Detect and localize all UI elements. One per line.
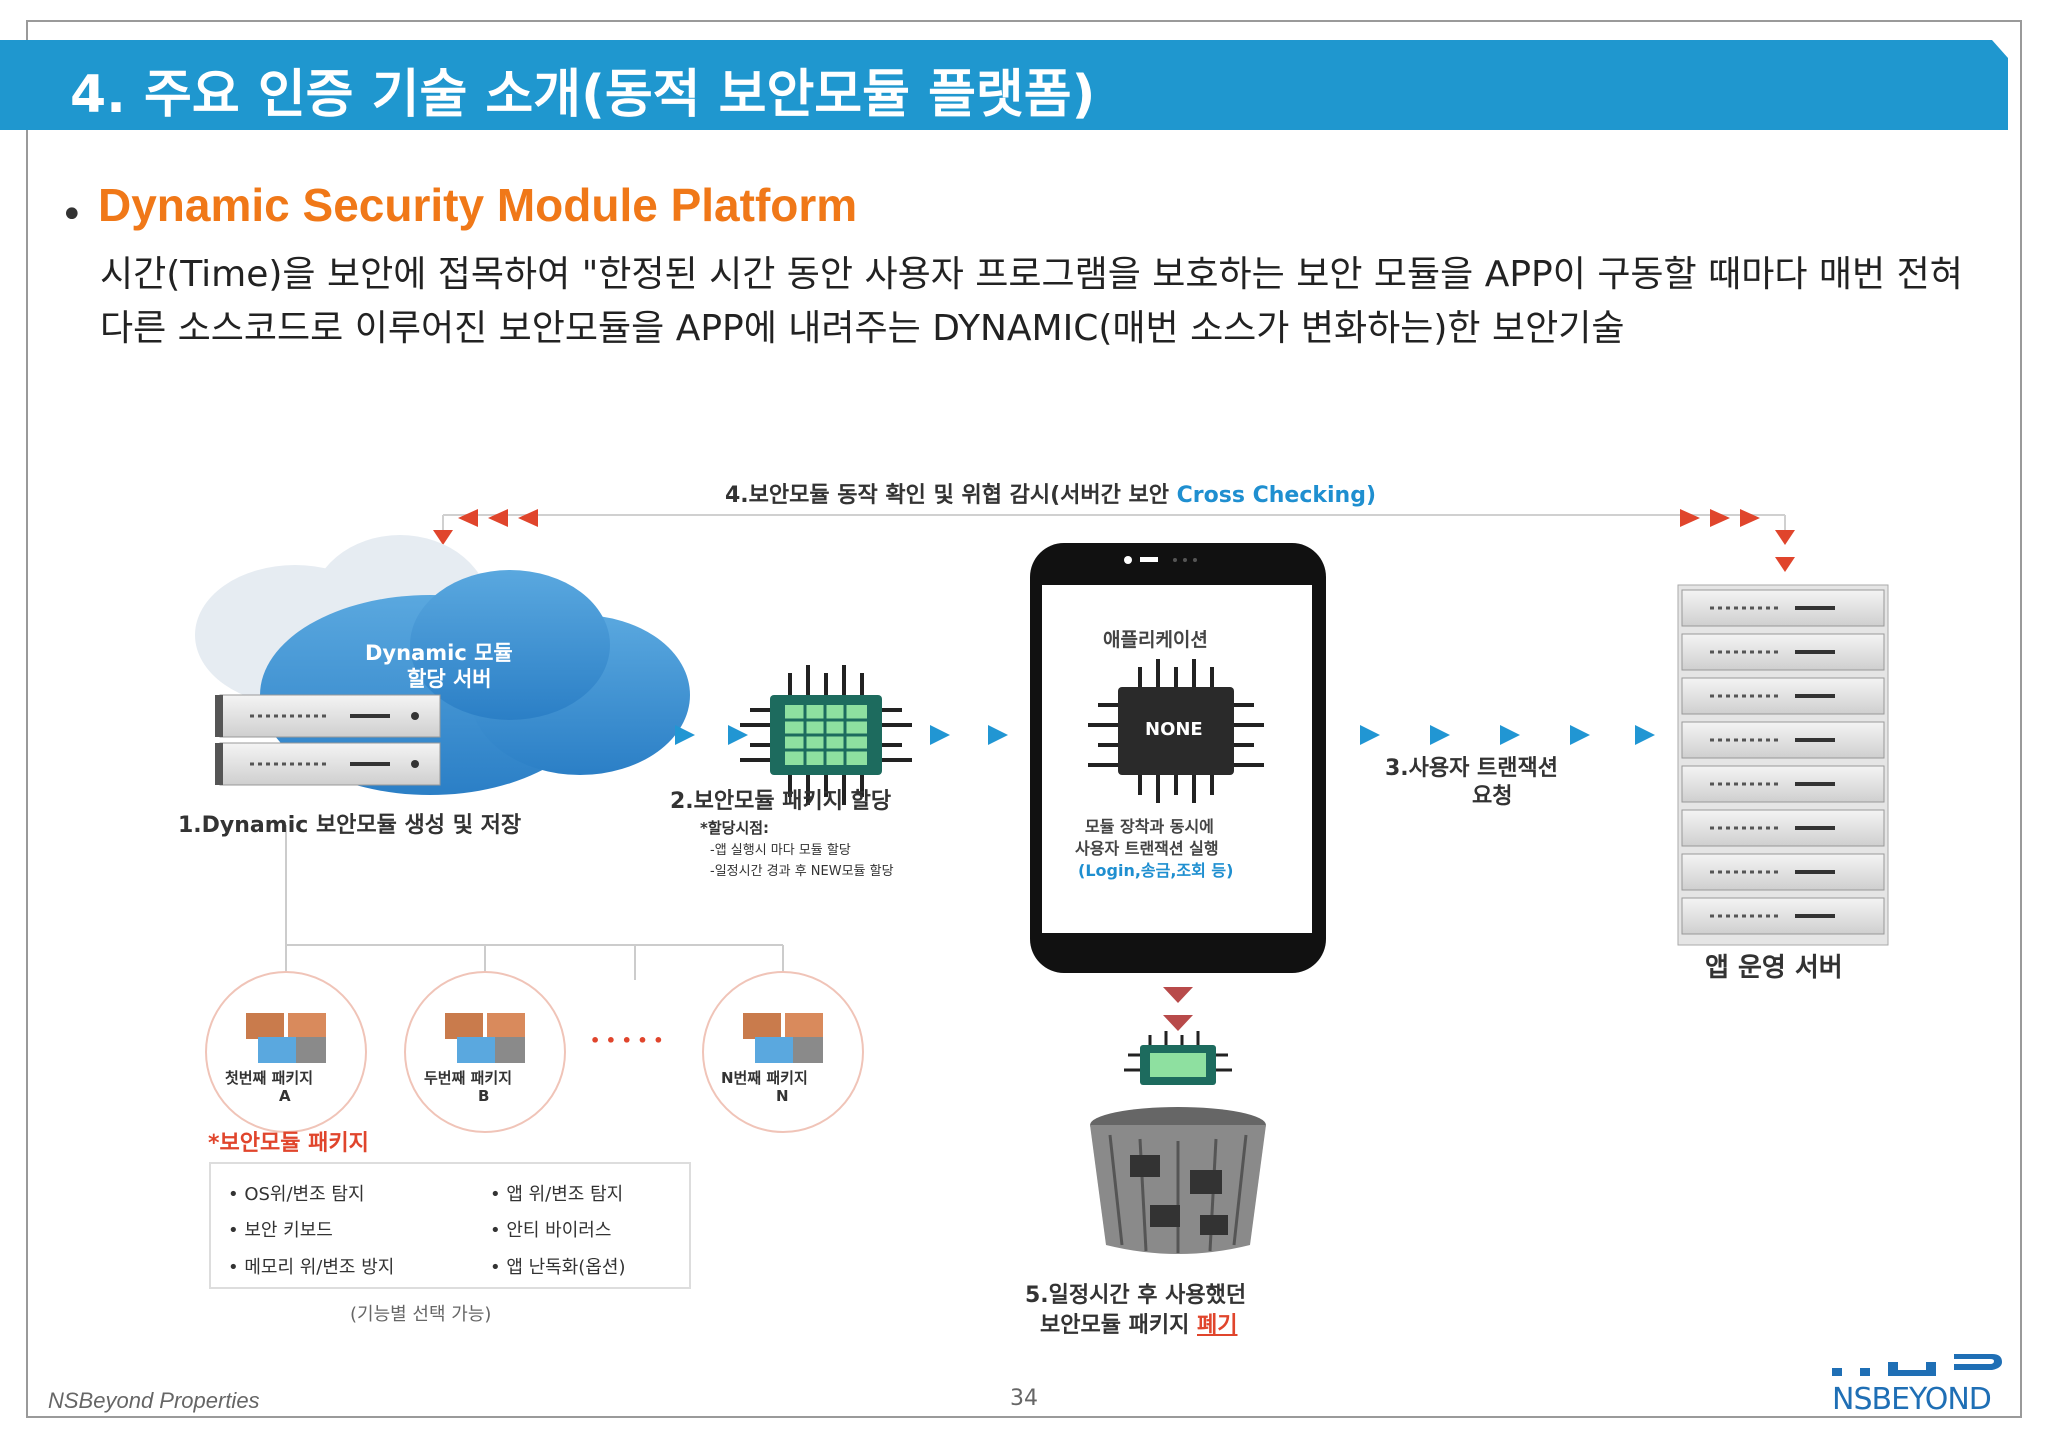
- section-body: 시간(Time)을 보안에 접목하여 "한정된 시간 동안 사용자 프로그램을 …: [100, 254, 1963, 349]
- phone-chip-label: NONE: [1145, 719, 1203, 740]
- blue-arrows-step3: [1360, 725, 1655, 745]
- phone-text-2: 사용자 트랜잭션 실행: [1075, 839, 1219, 858]
- feature-right-3: • 앱 난독화(옵션): [490, 1257, 626, 1278]
- phone-app-title: 애플리케이션: [1103, 629, 1208, 651]
- red-arrows-right: [1680, 509, 1795, 572]
- trash-can-icon: [1090, 1107, 1266, 1254]
- cloud-shape: [195, 535, 690, 795]
- cross-check-label: 4.보안모듈 동작 확인 및 위협 감시(서버간 보안 Cross Checki…: [725, 477, 1376, 509]
- cloud-label-line1: Dynamic 모듈: [365, 641, 513, 665]
- footer-company: NSBeyond Properties: [48, 1388, 260, 1413]
- step2-note-title: *할당시점:: [700, 819, 770, 837]
- feature-left-2: • 보안 키보드: [228, 1220, 333, 1241]
- nsbeyond-logo: NSBEYOND: [1832, 1352, 2012, 1417]
- package-n-letter: N: [776, 1087, 789, 1105]
- module-chip-icon: [740, 665, 912, 805]
- package-b-name: 두번째 패키지: [424, 1069, 513, 1087]
- package-a-letter: A: [279, 1087, 291, 1105]
- features-box: [209, 1162, 691, 1289]
- package-a-name: 첫번째 패키지: [225, 1069, 314, 1087]
- package-tree-lines: [285, 825, 784, 1000]
- feature-left-3: • 메모리 위/변조 방지: [228, 1257, 395, 1278]
- platform-diagram: 4.보안모듈 동작 확인 및 위협 감시(서버간 보안 Cross Checki…: [100, 425, 1950, 1345]
- discard-chip-icon: [1124, 1031, 1232, 1085]
- step5-highlight: 폐기: [1197, 1313, 1238, 1338]
- diagram-graphics: [195, 509, 1889, 1289]
- app-server-rack: [1677, 584, 1889, 946]
- step5-label-1: 5.일정시간 후 사용했던: [1025, 1283, 1247, 1308]
- package-n-name: N번째 패키지: [721, 1069, 808, 1087]
- blue-arrows-step2: [675, 725, 1008, 745]
- step5-text: 보안모듈 패키지: [1040, 1313, 1197, 1338]
- allocation-server-icon: [215, 694, 441, 786]
- feature-right-2: • 안티 바이러스: [490, 1220, 612, 1241]
- step1-label: 1.Dynamic 보안모듈 생성 및 저장: [178, 813, 522, 838]
- page-number: 34: [1010, 1386, 1038, 1411]
- step2-note-1: -앱 실행시 마다 모듈 할당: [710, 843, 851, 858]
- step2-note-2: -일정시간 경과 후 NEW모듈 할당: [710, 864, 894, 879]
- package-title: *보안모듈 패키지: [208, 1131, 369, 1156]
- package-ellipsis: • • • • •: [590, 1031, 664, 1050]
- cross-check-text: 4.보안모듈 동작 확인 및 위협 감시(서버간 보안: [725, 483, 1177, 508]
- bullet-dot: •: [60, 192, 84, 238]
- phone-chip-icon: [1088, 659, 1264, 803]
- logo-mark-icon: [1832, 1354, 2002, 1376]
- package-b-letter: B: [478, 1087, 490, 1105]
- slide-frame: [26, 20, 2022, 1418]
- slide-title: 4. 주요 인증 기술 소개(동적 보안모듈 플랫폼): [70, 65, 1096, 125]
- feature-right-1: • 앱 위/변조 탐지: [490, 1184, 624, 1205]
- step3-label-1: 3.사용자 트랜잭션: [1385, 756, 1559, 781]
- title-bar: [0, 40, 2008, 130]
- feature-left-1: • OS위/변조 탐지: [228, 1184, 365, 1205]
- package-chips: [246, 1013, 823, 1063]
- down-arrows-trash: [1163, 987, 1193, 1031]
- step3-label-2: 요청: [1472, 784, 1513, 809]
- cross-check-highlight: Cross Checking): [1176, 483, 1377, 508]
- step2-label: 2.보안모듈 패키지 할당: [670, 789, 892, 814]
- logo-text: NSBEYOND: [1832, 1382, 1992, 1417]
- step5-label-2: 보안모듈 패키지 폐기: [1040, 1307, 1237, 1339]
- section-heading: Dynamic Security Module Platform: [98, 179, 858, 231]
- phone-text-1: 모듈 장착과 동시에: [1085, 817, 1214, 836]
- app-server-label: 앱 운영 서버: [1705, 953, 1843, 983]
- phone-text-3: (Login,송금,조회 등): [1078, 861, 1234, 880]
- cross-check-line: [442, 514, 1786, 535]
- features-note: (기능별 선택 가능): [350, 1304, 492, 1325]
- cloud-label-line2: 할당 서버: [407, 667, 492, 691]
